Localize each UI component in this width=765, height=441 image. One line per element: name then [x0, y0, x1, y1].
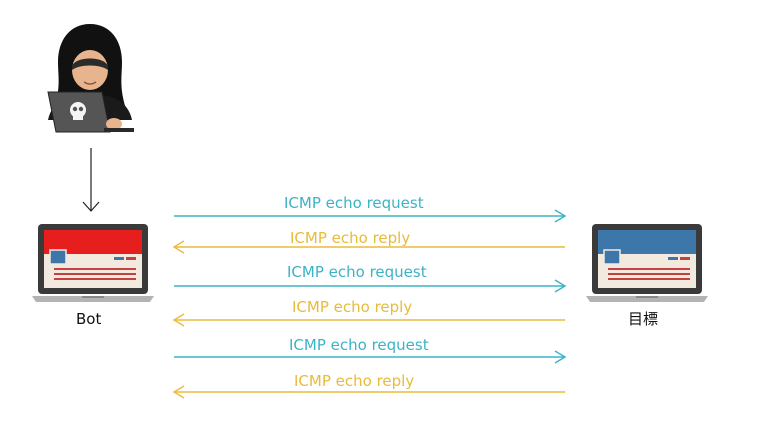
message-arrow-5: [174, 350, 567, 364]
message-label-4: ICMP echo reply: [292, 298, 413, 316]
message-arrow-6: [172, 385, 565, 399]
message-label-2: ICMP echo reply: [290, 229, 411, 247]
arrow-head-icon: [172, 385, 185, 399]
message-arrow-4: [172, 313, 565, 327]
arrow-head-icon: [554, 279, 567, 293]
message-arrow-2: [172, 240, 565, 254]
laptop-blue-screen-icon: [586, 224, 708, 302]
message-label-5: ICMP echo request: [289, 336, 429, 354]
arrow-head-icon: [554, 350, 567, 364]
arrow-head-icon: [172, 313, 185, 327]
hacker-with-laptop-icon: [47, 24, 134, 133]
message-label-1: ICMP echo request: [284, 194, 424, 212]
arrow-head-icon: [172, 240, 185, 254]
message-arrow-3: [174, 279, 567, 293]
message-arrow-1: [174, 209, 567, 223]
attacker-to-bot-arrow: [82, 148, 100, 212]
bot-label: Bot: [76, 310, 102, 328]
arrow-head-icon: [554, 209, 567, 223]
message-label-6: ICMP echo reply: [294, 372, 415, 390]
laptop-red-screen-icon: [32, 224, 154, 302]
message-label-3: ICMP echo request: [287, 263, 427, 281]
target-label: 目標: [628, 310, 659, 328]
